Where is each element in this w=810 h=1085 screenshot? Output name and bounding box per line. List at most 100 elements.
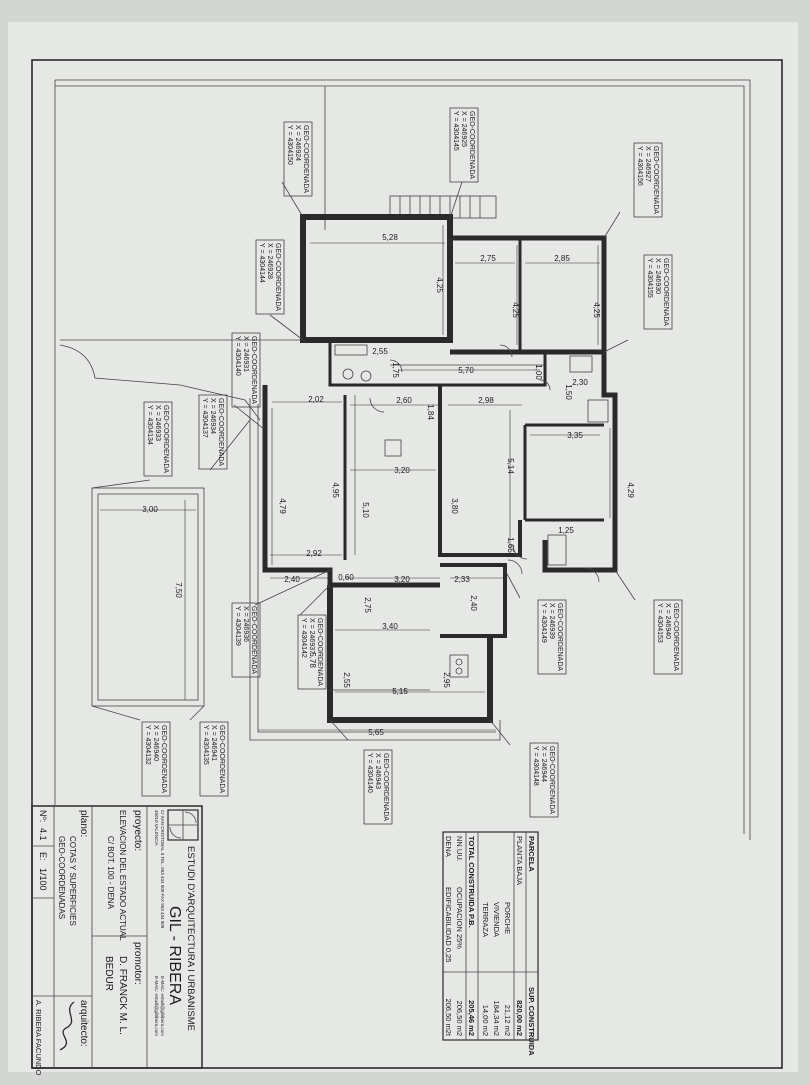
arquitecto-label: arquitecto: bbox=[78, 1000, 89, 1047]
svg-text:X = 246930: X = 246930 bbox=[654, 258, 661, 294]
edificabilidad-value: 206,50 m2t bbox=[444, 998, 453, 1036]
dim-label: 1,75 bbox=[391, 362, 400, 378]
svg-text:GEO-COORDENADA: GEO-COORDENADA bbox=[302, 125, 309, 193]
dim-label: 2,60 bbox=[396, 396, 412, 405]
terraza-label: TERRAZA bbox=[481, 902, 490, 937]
svg-text:X = 246937: X = 246937 bbox=[308, 618, 315, 654]
geo-label-p12: GEO-COORDENADA X = 246940 Y = 4304153 bbox=[653, 599, 683, 675]
svg-text:GEO-COORDENADA: GEO-COORDENADA bbox=[316, 618, 323, 686]
dimension-lines bbox=[100, 225, 611, 731]
svg-text:Y = 4304135: Y = 4304135 bbox=[202, 725, 209, 765]
svg-text:GEO-COORDENADA: GEO-COORDENADA bbox=[274, 243, 281, 311]
geo-label-p10: GEO-COORDENADA X = 246937 Y = 4304142 bbox=[297, 614, 327, 690]
dim-label: 1,50 bbox=[564, 384, 573, 400]
proyecto-line1: ELEVACION DEL ESTADO ACTUAL bbox=[118, 810, 127, 941]
svg-text:X = 246941: X = 246941 bbox=[210, 725, 217, 761]
svg-text:Y = 4304149: Y = 4304149 bbox=[540, 603, 547, 643]
porche-value: 21,12 m2 bbox=[503, 1005, 512, 1036]
dim-label: 5,14 bbox=[506, 458, 515, 474]
plano-line1: COTAS Y SUPERFICIES bbox=[68, 836, 77, 926]
geo-label-p7: GEO-COORDENADA X = 246934 Y = 4304137 bbox=[198, 394, 228, 470]
svg-text:X = 246940: X = 246940 bbox=[664, 603, 671, 639]
geo-label-p4: GEO-COORDENADA X = 246928 Y = 4304144 bbox=[255, 239, 285, 315]
dim-label: 2,75 bbox=[363, 597, 372, 613]
svg-text:X = 246931: X = 246931 bbox=[242, 336, 249, 372]
svg-text:GEO-COORDENADA: GEO-COORDENADA bbox=[662, 258, 669, 326]
studio-address: C/ SAN CRISTOBAL 9 TEL. 963 434 909 FAX … bbox=[160, 810, 165, 929]
svg-text:Y = 4304132: Y = 4304132 bbox=[144, 725, 151, 765]
studio-name: GIL - RIBERA bbox=[166, 906, 183, 1005]
escala-value: 1/100 bbox=[38, 868, 48, 891]
dim-label: 1,25 bbox=[558, 526, 574, 535]
geo-leader-lines bbox=[91, 181, 636, 746]
promotor-line1: D. FRANCK M. L. bbox=[117, 956, 128, 1035]
escala-label: E: bbox=[38, 852, 48, 861]
dim-label: 2,92 bbox=[306, 549, 322, 558]
promotor-line2: BEDUR bbox=[103, 956, 114, 991]
plot-boundary bbox=[54, 79, 751, 840]
dim-label: 2,75 bbox=[480, 254, 496, 263]
svg-text:GEO-COORDENADA: GEO-COORDENADA bbox=[160, 725, 167, 793]
svg-text:X = 246924: X = 246924 bbox=[294, 125, 301, 161]
drawing-frame bbox=[31, 59, 783, 1069]
dim-label: 5,28 bbox=[382, 233, 398, 242]
dim-label: 2,40 bbox=[469, 595, 478, 611]
dim-label: 2,85 bbox=[554, 254, 570, 263]
dim-label: 1,65 bbox=[506, 537, 515, 553]
geo-label-p13: GEO-COORDENADA X = 246940 Y = 4304132 bbox=[141, 721, 171, 797]
svg-text:GEO-COORDENADA: GEO-COORDENADA bbox=[162, 405, 169, 473]
architect-signature bbox=[59, 1001, 75, 1051]
surface-header: SUP. CONSTRUIDA bbox=[527, 987, 536, 1056]
surfaces-table: SUP. CONSTRUIDA PARCELA 820,00 m2 PLANTA… bbox=[442, 831, 539, 1056]
dena-label: DENA bbox=[444, 836, 453, 857]
num-label: Nº: bbox=[38, 810, 48, 822]
dim-label: 5,15 bbox=[392, 687, 408, 696]
svg-text:GEO-COORDENADA: GEO-COORDENADA bbox=[652, 146, 659, 214]
svg-text:Y = 4304148: Y = 4304148 bbox=[532, 746, 539, 786]
geo-label-p5: GEO-COORDENADA X = 246930 Y = 4304155 bbox=[643, 254, 673, 330]
svg-text:GEO-COORDENADA: GEO-COORDENADA bbox=[250, 336, 257, 404]
ocupacion-label: OCUPACION 25% bbox=[455, 887, 464, 949]
dim-label: 2,30 bbox=[572, 378, 588, 387]
svg-text:X = 246944: X = 246944 bbox=[540, 746, 547, 782]
dim-label: 3,80 bbox=[450, 498, 459, 514]
geo-label-p15: GEO-COORDENADA X = 246943 Y = 4304140 bbox=[363, 749, 393, 825]
terraza-value: 14,00 m2 bbox=[481, 1005, 490, 1036]
planta-label: PLANTA BAJA bbox=[515, 836, 524, 885]
parcela-label: PARCELA bbox=[527, 836, 536, 872]
dim-label: 5,65 bbox=[368, 728, 384, 737]
svg-text:Y = 4304144: Y = 4304144 bbox=[258, 243, 265, 283]
svg-text:Y = 4304150: Y = 4304150 bbox=[286, 125, 293, 165]
svg-text:X = 246925: X = 246925 bbox=[460, 111, 467, 147]
svg-text:X = 246928: X = 246928 bbox=[266, 243, 273, 279]
total-value: 205,46 m2 bbox=[467, 1000, 476, 1036]
dim-label: 4,79 bbox=[278, 498, 287, 514]
svg-text:Y = 4304137: Y = 4304137 bbox=[201, 398, 208, 438]
dim-label: 4,25 bbox=[435, 277, 444, 293]
dim-label: 5,78 bbox=[308, 652, 317, 668]
ocupacion-value: 206,50 m2 bbox=[455, 1001, 464, 1036]
svg-text:GEO-COORDENADA: GEO-COORDENADA bbox=[672, 603, 679, 671]
dim-label: 5,70 bbox=[458, 366, 474, 375]
svg-text:X = 246927: X = 246927 bbox=[644, 146, 651, 182]
geo-coordinate-labels: GEO-COORDENADA X = 246925 Y = 4304145 GE… bbox=[141, 107, 683, 825]
svg-text:Y = 4304153: Y = 4304153 bbox=[656, 603, 663, 643]
dim-label: 3,20 bbox=[394, 466, 410, 475]
geo-label-p16: GEO-COORDENADA X = 246944 Y = 4304148 bbox=[529, 742, 559, 818]
svg-text:Y = 4304156: Y = 4304156 bbox=[636, 146, 643, 186]
promotor-label: promotor: bbox=[132, 942, 143, 985]
svg-text:X = 246933: X = 246933 bbox=[154, 405, 161, 441]
plano-line2: GEO-COORDENADAS bbox=[57, 836, 66, 919]
dim-label: 2,55 bbox=[372, 347, 388, 356]
studio-city: 46010 VALENCIA bbox=[154, 810, 159, 846]
dim-label: 4,95 bbox=[331, 482, 340, 498]
pool bbox=[91, 487, 205, 707]
svg-text:X = 246940: X = 246940 bbox=[152, 725, 159, 761]
nnuu-label: NN.UU. bbox=[455, 836, 464, 862]
proyecto-line2: C/ BOT. 100 - DENA bbox=[106, 836, 115, 910]
svg-text:GEO-COORDENADA: GEO-COORDENADA bbox=[217, 398, 224, 466]
svg-text:GEO-COORDENADA: GEO-COORDENADA bbox=[548, 746, 555, 814]
dim-label: 3,20 bbox=[394, 575, 410, 584]
vivienda-value: 184,34 m2 bbox=[492, 1001, 501, 1036]
svg-text:Y = 4304155: Y = 4304155 bbox=[646, 258, 653, 298]
